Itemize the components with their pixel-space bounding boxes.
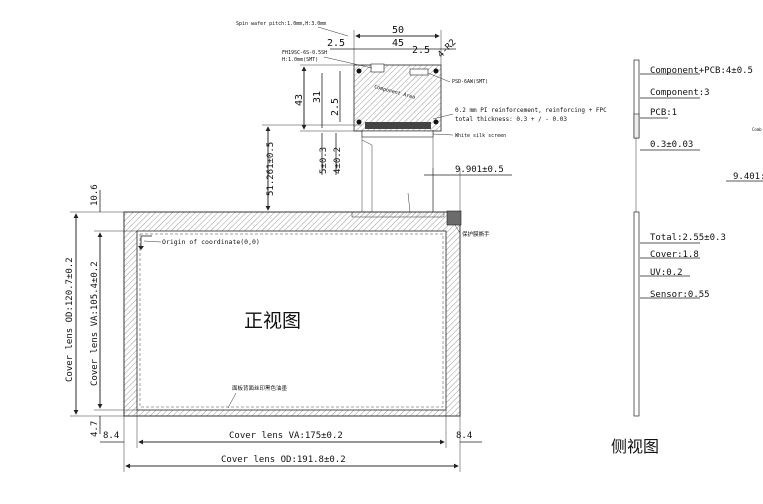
mount-hole-br (433, 119, 439, 125)
side-view: Component+PCB:4±0.5 Component:3 PCB:1 0.… (611, 59, 763, 456)
dim-fpc-height: 51.261±0.5 (262, 124, 362, 211)
connector-psd (409, 68, 429, 76)
protection-film-tab (446, 210, 462, 226)
mount-hole-tr (433, 68, 439, 74)
psd-label: PSD-6AW(SMT) (452, 79, 488, 85)
side-pcb-label: PCB:1 (650, 108, 677, 118)
side-panel-stack (633, 211, 640, 417)
connector-h-label: H:1.0mm(SMT) (282, 57, 318, 63)
fpc-tail (361, 130, 434, 138)
height-25-label: 2.5 (330, 98, 341, 116)
side-total: Total:2.55±0.3 (650, 233, 726, 243)
origin-label: Origin of coordinate(0,0) (162, 238, 260, 246)
dim-od-width: Cover lens OD:191.8±0.2 (123, 416, 461, 472)
side-uv: UV:0.2 (650, 268, 683, 278)
side-sensor: Sensor:0.55 (650, 290, 710, 300)
top-margin-label: 10.6 (90, 184, 100, 206)
silk-ink-label: 面板背面丝印黑色油墨 (232, 384, 288, 392)
va-height-label: Cover lens VA:105.4±0.2 (90, 261, 100, 386)
fpc-height-label: 51.261±0.5 (266, 142, 276, 196)
tab-53-label: 5±0.3 (319, 147, 329, 174)
height-31-label: 31 (312, 91, 323, 103)
pcb-board (353, 64, 442, 132)
od-width-label: Cover lens OD:191.8±0.2 (221, 455, 346, 465)
left-margin-label: 8.4 (103, 431, 119, 441)
viewing-area (136, 230, 447, 411)
height-43-label: 43 (294, 94, 305, 106)
right-margin-label: 8.4 (456, 431, 472, 441)
side-cut-word: Comb (752, 127, 762, 132)
origin-marker (138, 235, 152, 250)
bottom-margin-label: 4.7 (90, 421, 100, 437)
fpc-offset-label: 9.901±0.5 (455, 165, 504, 175)
side-cover: Cover:1.8 (650, 250, 699, 260)
pcb-bottom-pads (365, 122, 431, 129)
dim-va-width: Cover lens VA:175±0.2 8.4 8.4 (100, 410, 482, 448)
side-fpc-thick: 0.3±0.03 (650, 140, 693, 150)
fpc-detail: Component Area Spin wafer pitch:1.0mm,H:… (236, 21, 607, 175)
side-pcb (633, 113, 640, 139)
side-cut-value: 9.401: (733, 172, 763, 182)
connector-fh19 (370, 63, 385, 73)
dim-va-height: Cover lens VA:105.4±0.2 10.6 4.7 (90, 184, 137, 437)
connector-label: FH19SC-6S-0.5SH (282, 50, 327, 56)
width-45-label: 45 (392, 38, 404, 49)
protect-film-label: 保护膜撕手 (462, 230, 490, 238)
total-thickness-label: total thickness: 0.3 + / - 0.03 (455, 116, 567, 123)
fpc-bond-strip (351, 211, 445, 218)
dim-fpc-offset: 9.901±0.5 (424, 165, 512, 212)
tab-42-label: 4±0.2 (333, 147, 343, 174)
mount-hole-bl (356, 119, 362, 125)
front-view-title: 正视图 (244, 310, 301, 332)
side-view-title: 侧视图 (611, 437, 659, 456)
white-silk-label: White silk screen (455, 133, 506, 139)
spin-wafer-label: Spin wafer pitch:1.0mm,H:3.0mm (236, 21, 326, 27)
od-height-label: Cover lens OD:120.7±0.2 (65, 257, 75, 382)
mount-hole-tl (356, 68, 362, 74)
side-component: Component:3 (650, 88, 710, 98)
left-25-label: 2.5 (327, 38, 345, 49)
va-dashed-inner (139, 233, 444, 408)
reinforcement-label: 0.2 mm PI reinforcement, reinforcing + F… (455, 107, 607, 114)
va-width-label: Cover lens VA:175±0.2 (229, 431, 343, 441)
right-25-label: 2.5 (412, 45, 430, 56)
width-50-label: 50 (392, 25, 404, 36)
side-component-pcb: Component+PCB:4±0.5 (650, 66, 753, 76)
front-view: 保护膜撕手 Origin of coordinate(0,0) 正视图 面板背面… (65, 124, 512, 472)
dim-od-height: Cover lens OD:120.7±0.2 (65, 211, 124, 417)
